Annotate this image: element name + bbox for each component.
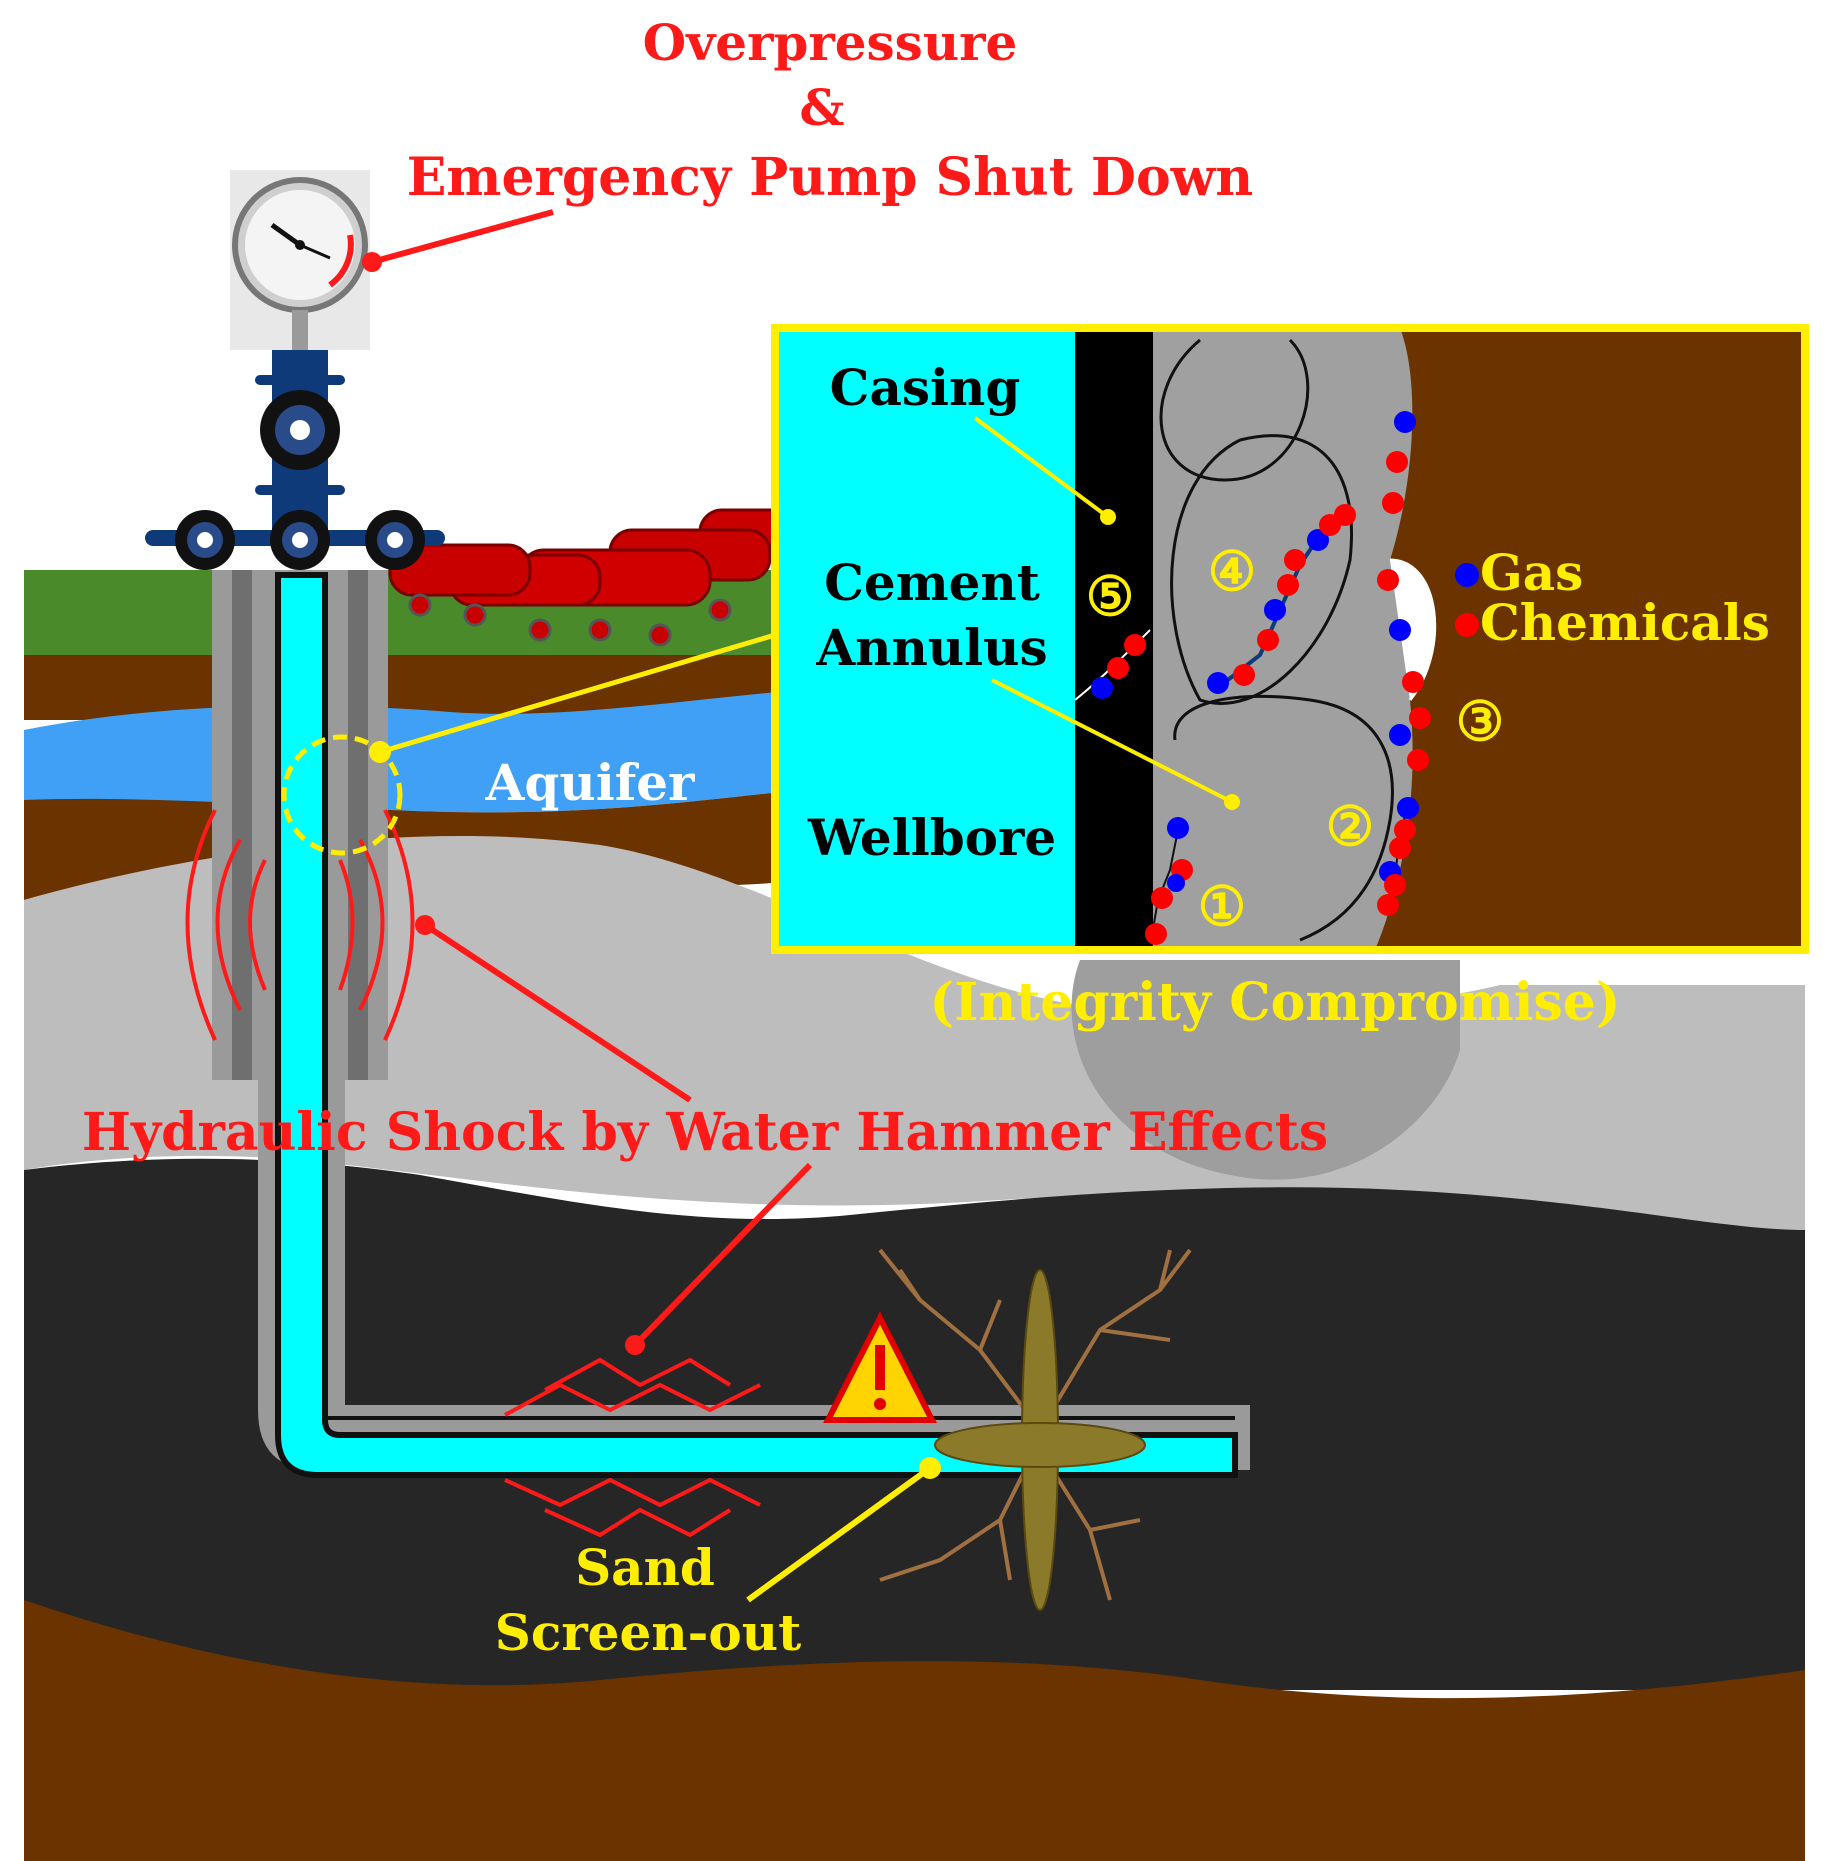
callout-dot-shock-waves xyxy=(415,915,435,935)
deep-soil-layer xyxy=(24,1600,1805,1861)
marker-5: ⑤ xyxy=(1086,564,1134,628)
tanker-train-icon xyxy=(388,508,802,647)
overpressure-label: Overpressure xyxy=(643,13,1018,72)
cement-region xyxy=(1153,328,1416,950)
marker-3: ③ xyxy=(1456,689,1504,753)
ampersand-label: & xyxy=(799,78,844,137)
valve-icon-center xyxy=(270,510,330,570)
marker-2: ② xyxy=(1326,794,1374,858)
wellbore-pipe xyxy=(275,572,1238,1478)
leak-path-2 xyxy=(1377,797,1419,916)
shock-wave-arcs xyxy=(185,809,415,1041)
callout-line-inset xyxy=(379,632,776,755)
sand-label: Sand xyxy=(575,1538,715,1597)
callout-line-shock-waves xyxy=(423,922,692,1103)
annulus-label: Annulus xyxy=(815,618,1047,677)
callout-line-cement xyxy=(991,678,1233,804)
marker-4: ④ xyxy=(1208,539,1256,603)
leak-path-formation xyxy=(1377,411,1416,641)
leak-path-3 xyxy=(1389,671,1431,771)
legend-gas-dot xyxy=(1455,563,1479,587)
hydraulic-shock-label: Hydraulic Shock by Water Hammer Effects xyxy=(82,1102,1328,1163)
fracture-network xyxy=(878,1248,1192,1601)
shock-wave-zigzags xyxy=(504,1357,761,1538)
screen-out-label: Screen-out xyxy=(495,1603,801,1662)
integrity-compromise-label: (Integrity Compromise) xyxy=(930,972,1621,1033)
leak-path-1 xyxy=(1145,817,1193,945)
emergency-shutdown-label: Emergency Pump Shut Down xyxy=(407,147,1253,208)
callout-line-gauge xyxy=(371,209,554,265)
callout-dot-zigzag xyxy=(625,1335,645,1355)
aquifer-label: Aquifer xyxy=(485,753,695,812)
leak-path-5 xyxy=(1074,629,1151,701)
aquifer-zoom-circle xyxy=(281,734,403,856)
valve-icon xyxy=(260,390,340,470)
sand-screen-out-blockage xyxy=(934,1269,1146,1611)
callout-dot-sand xyxy=(919,1457,941,1479)
callout-line-sand xyxy=(746,1465,932,1603)
warning-triangle-icon xyxy=(823,1311,937,1423)
valve-icon-left xyxy=(175,510,235,570)
cement-label: Cement xyxy=(824,553,1040,612)
inset-border xyxy=(771,324,1809,954)
legend-chemicals-dot xyxy=(1455,613,1479,637)
leak-path-4 xyxy=(1207,503,1356,694)
callout-line-casing xyxy=(973,416,1110,519)
marker-1: ① xyxy=(1198,874,1246,938)
valve-icon-right xyxy=(365,510,425,570)
gas-legend-label: Gas xyxy=(1480,543,1583,602)
pressure-gauge-icon xyxy=(230,170,370,355)
callout-dot-cement xyxy=(1224,794,1240,810)
callout-dot-gauge xyxy=(362,252,382,272)
callout-dot-casing xyxy=(1100,509,1116,525)
wellbore-label: Wellbore xyxy=(807,808,1056,867)
grey-rock-bulge xyxy=(1071,960,1460,1180)
callout-dot-inset xyxy=(369,741,391,763)
callout-line-zigzag xyxy=(632,1162,813,1348)
integrity-inset-panel xyxy=(771,324,1809,954)
chemicals-legend-label: Chemicals xyxy=(1480,593,1770,652)
casing-label: Casing xyxy=(830,358,1021,417)
